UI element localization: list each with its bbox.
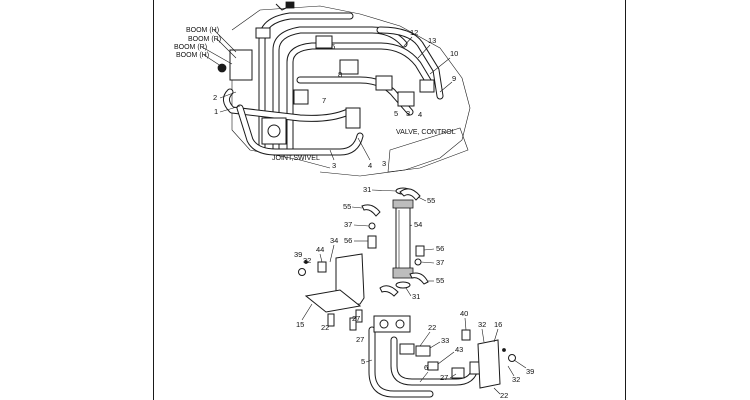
callout: 8	[338, 70, 342, 79]
callout: 37	[436, 258, 444, 267]
callout: 39	[526, 367, 534, 376]
valve-control-label: VALVE, CONTROL	[396, 129, 456, 136]
joint-swivel-label: JOINT,SWIVEL	[272, 155, 320, 162]
callout: 32	[478, 320, 486, 329]
boom-valve-block	[229, 49, 253, 81]
callout: 32	[303, 256, 311, 265]
callout: 27	[440, 373, 448, 382]
callout: 56	[436, 244, 444, 253]
callout: 22	[500, 391, 508, 400]
callout: 3	[406, 109, 410, 118]
callout: 9	[452, 74, 456, 83]
callout: 55	[343, 202, 351, 211]
callout: 27	[352, 314, 360, 323]
callout: 3	[382, 159, 386, 168]
lower-swivel-mounting-assembly: 31 55 55 37 54 56 56 37 55 31 44 34 39 3…	[294, 185, 534, 400]
callout: 31	[412, 292, 420, 301]
callout: 34	[330, 236, 338, 245]
callout: 40	[460, 309, 468, 318]
callout: 16	[494, 320, 502, 329]
callout: 22	[428, 323, 436, 332]
mounting-bracket-right	[477, 339, 501, 389]
callout: 32	[512, 375, 520, 384]
callout: 31	[363, 185, 371, 194]
callout: 44	[316, 245, 324, 254]
callout: 2	[213, 93, 217, 102]
boom-h-label-1: BOOM (H)	[186, 27, 219, 34]
callout: 33	[441, 336, 449, 345]
callout: 4	[418, 110, 422, 119]
callout: 54	[414, 220, 422, 229]
callout: 3	[332, 161, 336, 170]
callout: 5	[394, 109, 398, 118]
callout: 12	[410, 28, 418, 37]
callout: 27	[356, 335, 364, 344]
upper-hydraulic-assembly: BOOM (H) BOOM (R) BOOM (R) BOOM (H) JOIN…	[174, 1, 471, 177]
callout: 5	[361, 357, 365, 366]
callout: 6	[331, 42, 335, 51]
callout: 7	[322, 96, 326, 105]
callout: 15	[296, 320, 304, 329]
callout: 10	[450, 49, 458, 58]
boom-h-label-2: BOOM (H)	[176, 52, 209, 59]
pipe-flange	[373, 315, 411, 333]
callout: 39	[294, 250, 302, 259]
callout: 4	[368, 161, 372, 170]
callout: 6	[424, 363, 428, 372]
valve-body-outline	[387, 127, 469, 173]
clamp-top-left	[361, 204, 381, 217]
boom-r-label-2: BOOM (R)	[174, 44, 207, 51]
callout: 56	[344, 236, 352, 245]
right-border-line	[625, 0, 626, 400]
callout: 13	[428, 36, 436, 45]
callout: 1	[214, 107, 218, 116]
callout: 37	[344, 220, 352, 229]
callout: 43	[455, 345, 463, 354]
callout: 55	[436, 276, 444, 285]
o-ring-bottom	[395, 281, 411, 289]
swivel-tube	[395, 203, 411, 275]
clamp-top-right	[399, 188, 421, 201]
boom-r-label-1: BOOM (R)	[188, 36, 221, 43]
left-border-line	[153, 0, 154, 400]
callout: 55	[427, 196, 435, 205]
callout: 22	[321, 323, 329, 332]
boom-port-fitting	[217, 63, 227, 73]
